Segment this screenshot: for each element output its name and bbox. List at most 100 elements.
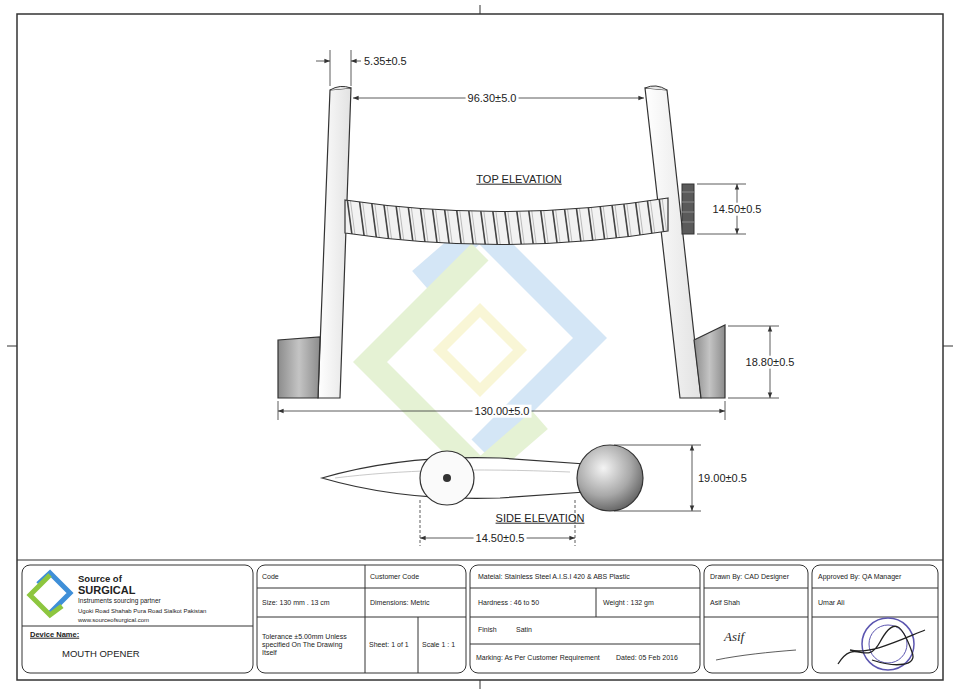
title-cell	[22, 565, 253, 673]
extension-line	[351, 50, 352, 86]
dimension-label: 130.00±5.0	[473, 405, 532, 418]
table-cell: Scale 1 : 1	[422, 641, 455, 649]
extension-line	[697, 184, 746, 185]
right-arm	[645, 88, 701, 398]
watermark-logo	[370, 228, 590, 472]
extension-line	[330, 50, 331, 86]
cell-divider	[812, 588, 938, 589]
dimension-label: 18.80±0.5	[744, 356, 797, 369]
center-tick	[943, 346, 953, 347]
table-cell: Drawn By: CAD Designer	[710, 573, 789, 581]
cell-divider	[365, 565, 366, 673]
table-cell: Tolerance ±5.00mm Unless specified On Th…	[262, 633, 354, 657]
title-block-border	[17, 559, 943, 560]
title-cell	[470, 565, 700, 673]
table-cell: Hardness : 46 to 50	[478, 599, 539, 607]
screw-knob	[682, 184, 694, 234]
sheet-border	[17, 14, 943, 680]
right-pad	[694, 325, 725, 398]
knob-ball	[577, 445, 643, 511]
company-logo	[30, 573, 70, 615]
title-cell	[812, 565, 938, 673]
screw-thread	[345, 198, 668, 245]
view-title: TOP ELEVATION	[476, 173, 561, 186]
center-tick	[7, 346, 17, 347]
center-tick	[480, 680, 481, 689]
table-cell: Mateial: Stainless Steel A.I.S.I 420 & A…	[478, 573, 630, 581]
title-block	[22, 565, 938, 673]
dimension-line	[692, 445, 693, 511]
dimension-line	[351, 61, 361, 62]
watermark-green	[370, 252, 540, 472]
left-arm	[318, 88, 351, 398]
arm-cap	[645, 86, 667, 90]
dimension-line	[316, 61, 330, 62]
extension-line	[728, 398, 779, 399]
extension-line	[278, 401, 279, 420]
dimension-label: 14.50±0.5	[711, 203, 764, 216]
field-label: Device Name:	[30, 631, 79, 640]
cell-divider	[22, 626, 253, 627]
signature-scribble	[838, 626, 925, 664]
table-cell: Umar Ali	[818, 599, 844, 607]
center-tick	[480, 5, 481, 14]
cell-divider	[596, 588, 597, 617]
company-name: SURGICAL	[78, 584, 135, 597]
company-website: www.sourceofsurgical.com	[78, 617, 149, 624]
cell-divider	[812, 617, 938, 618]
cell-divider	[470, 644, 700, 645]
title-cell	[257, 565, 466, 673]
table-cell: Finish	[478, 626, 497, 634]
title-cell	[704, 565, 808, 673]
extension-line	[420, 500, 421, 546]
knob-knurl	[682, 192, 694, 193]
arm-cap	[330, 86, 351, 90]
table-cell: Size: 130 mm . 13 cm	[262, 599, 330, 607]
table-cell: Sheet: 1 of 1	[369, 641, 409, 649]
company-name: Source of	[78, 574, 122, 585]
company-address: Ugoki Road Shahab Pura Road Sialkot Paki…	[78, 608, 206, 615]
signature-stroke	[716, 650, 796, 660]
logo-green	[30, 575, 62, 615]
knob-knurl	[682, 222, 694, 223]
table-cell: Dated: 05 Feb 2016	[616, 654, 678, 662]
knob-knurl	[682, 202, 694, 203]
dimension-lines	[420, 445, 701, 546]
cell-divider	[257, 588, 466, 589]
dimension-lines	[278, 50, 779, 420]
signature: Asif	[724, 630, 744, 645]
table-cell: Marking: As Per Customer Requirement	[476, 654, 600, 662]
dimension-label: 96.30±5.0	[466, 92, 519, 105]
table-cell: Approved By: QA Manager	[818, 573, 901, 581]
cell-divider	[418, 617, 419, 673]
left-pad	[278, 337, 320, 398]
table-cell: Customer Code	[370, 573, 419, 581]
table-cell: Weight : 132 gm	[603, 599, 654, 607]
cell-divider	[704, 617, 808, 618]
table-cell: Dimensions: Metric	[370, 599, 430, 607]
extension-line	[614, 511, 701, 512]
cell-divider	[470, 617, 700, 618]
view-title: SIDE ELEVATION	[496, 512, 585, 525]
extension-line	[614, 445, 701, 446]
dimension-label: 14.50±0.5	[474, 532, 527, 545]
table-cell: Code	[262, 573, 279, 581]
table-cell: Asif Shah	[710, 599, 740, 607]
extension-line	[697, 234, 746, 235]
device-name: MOUTH OPENER	[62, 649, 140, 660]
cell-divider	[704, 588, 808, 589]
watermark-yellow	[440, 310, 520, 390]
knob-knurl	[682, 212, 694, 213]
dimension-label: 19.00±0.5	[698, 472, 747, 485]
cell-divider	[470, 588, 700, 589]
dimension-label: 5.35±0.5	[364, 55, 407, 68]
pivot-circle	[420, 451, 474, 505]
cell-divider	[257, 617, 466, 618]
pivot-hole	[443, 474, 451, 482]
company-tagline: Instruments sourcing partner	[78, 597, 161, 604]
extension-line	[725, 401, 726, 420]
table-cell: Satin	[516, 626, 532, 634]
watermark-blue	[420, 228, 590, 448]
extension-line	[728, 326, 779, 327]
